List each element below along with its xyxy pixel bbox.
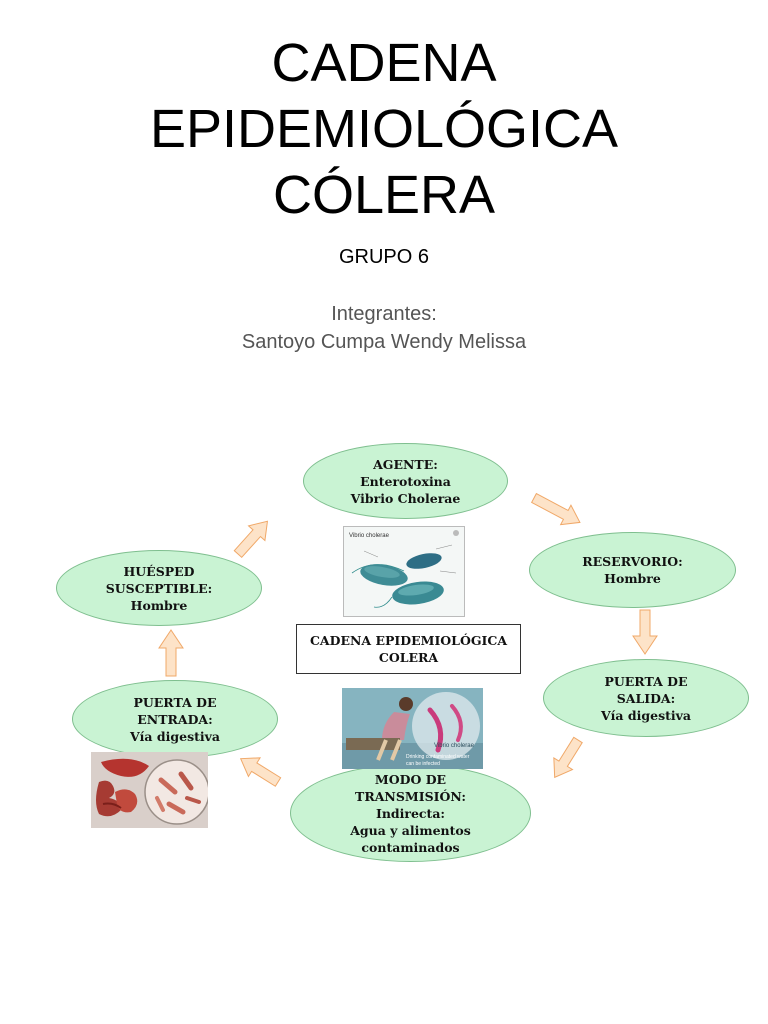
- title-line-3: CÓLERA: [272, 165, 496, 225]
- node-reservorio: RESERVORIO: Hombre: [529, 532, 736, 608]
- modo-line-1: MODO DE: [374, 771, 447, 787]
- group-label: GRUPO 6: [338, 246, 430, 268]
- entrada-line-2: ENTRADA:: [137, 711, 213, 727]
- salida-line-1: PUERTA DE: [604, 673, 688, 689]
- entrada-line-1: PUERTA DE: [133, 694, 217, 710]
- salida-line-2: SALIDA:: [616, 690, 676, 706]
- members-label: Integrantes:: [331, 303, 437, 325]
- reservorio-title: RESERVORIO:: [582, 554, 683, 569]
- arrow-salida-to-modo: [553, 736, 583, 779]
- members: Integrantes: Santoyo Cumpa Wendy Melissa: [0, 300, 768, 356]
- salida-line-3: Vía digestiva: [600, 707, 691, 723]
- photo-label: Vibrio cholerae: [434, 743, 475, 749]
- photo-drawing: Vibrio cholerae Drinking contaminated wa…: [342, 688, 483, 769]
- reservorio-line-2: Hombre: [604, 571, 661, 586]
- photo-caption-1: Drinking contaminated water: [406, 754, 470, 760]
- node-modo-transmision: MODO DE TRANSMISIÓN: Indirecta: Agua y a…: [290, 764, 531, 862]
- agente-title: AGENTE:: [373, 456, 438, 472]
- huesped-line-1: HUÉSPED: [123, 563, 195, 579]
- drinking-water-photo: Vibrio cholerae Drinking contaminated wa…: [342, 688, 483, 769]
- entrada-line-3: Vía digestiva: [129, 728, 220, 744]
- title-line-2: EPIDEMIOLÓGICA: [149, 99, 619, 159]
- agente-line-2: Enterotoxina: [360, 473, 451, 489]
- node-puerta-entrada: PUERTA DE ENTRADA: Vía digestiva: [72, 680, 278, 758]
- digestive-drawing: [91, 752, 208, 828]
- arrow-agente-to-reservorio: [530, 492, 581, 526]
- photo-caption-2: can be infected: [406, 761, 440, 767]
- arrow-entrada-to-huesped: [158, 629, 184, 677]
- node-agente: AGENTE: Enterotoxina Vibrio Cholerae: [303, 443, 508, 519]
- digestive-bacteria-image: [91, 752, 208, 828]
- vibrio-drawing: Vibrio cholerae: [349, 530, 459, 608]
- arrow-reservorio-to-salida: [632, 609, 658, 655]
- huesped-line-3: Hombre: [130, 597, 188, 613]
- arrow-modo-to-entrada: [239, 757, 282, 787]
- page-title: CADENA EPIDEMIOLÓGICA CÓLERA: [0, 30, 768, 228]
- center-line-2: COLERA: [378, 650, 439, 665]
- title-line-1: CADENA: [271, 33, 497, 93]
- huesped-line-2: SUSCEPTIBLE:: [105, 580, 213, 596]
- vibrio-illustration: Vibrio cholerae: [343, 526, 465, 617]
- center-line-1: CADENA EPIDEMIOLÓGICA: [309, 633, 508, 648]
- vibrio-label: Vibrio cholerae: [349, 533, 390, 539]
- node-puerta-salida: PUERTA DE SALIDA: Vía digestiva: [543, 659, 749, 737]
- agente-line-3: Vibrio Cholerae: [350, 490, 461, 506]
- center-title-box: CADENA EPIDEMIOLÓGICA COLERA: [296, 624, 521, 674]
- modo-line-5: contaminados: [361, 839, 460, 855]
- arrow-huesped-to-agente: [233, 520, 269, 559]
- node-huesped-susceptible: HUÉSPED SUSCEPTIBLE: Hombre: [56, 550, 262, 626]
- modo-line-3: Indirecta:: [375, 805, 446, 821]
- member-name: Santoyo Cumpa Wendy Melissa: [241, 331, 527, 353]
- modo-line-2: TRANSMISIÓN:: [355, 788, 466, 804]
- modo-line-4: Agua y alimentos: [350, 822, 471, 838]
